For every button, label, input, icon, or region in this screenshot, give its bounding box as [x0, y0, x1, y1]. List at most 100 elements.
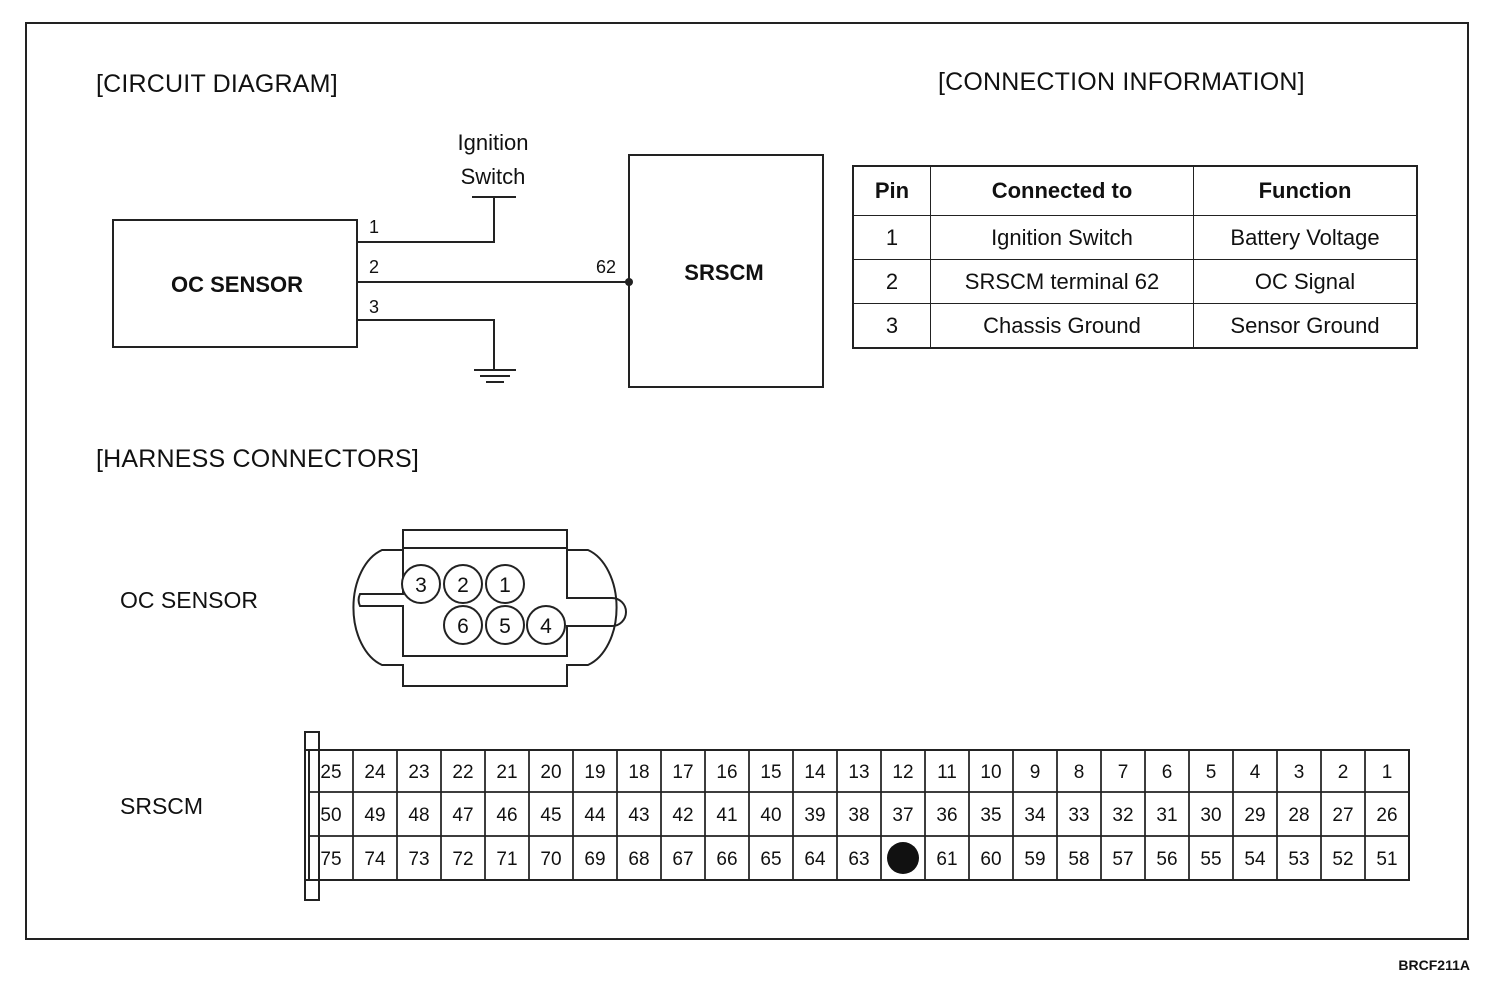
header-function: Function [1193, 165, 1418, 216]
cell-connected-to: Ignition Switch [930, 215, 1194, 260]
srscm-pin-label: 8 [1074, 762, 1085, 783]
srscm-pin-label: 11 [937, 762, 957, 783]
srscm-pin-label: 74 [364, 849, 386, 870]
srscm-pin-label: 28 [1288, 805, 1309, 826]
srscm-pin-label: 31 [1156, 805, 1177, 826]
cell-pin: 3 [852, 303, 931, 349]
srscm-pin-label: 37 [892, 805, 913, 826]
header-pin: Pin [852, 165, 931, 216]
srscm-pin-label: 53 [1288, 849, 1309, 870]
srscm-pin-label: 38 [848, 805, 869, 826]
connection-information-title: [CONNECTION INFORMATION] [938, 68, 1305, 96]
srscm-pin-label: 9 [1030, 762, 1041, 783]
srscm-pin-label: 34 [1024, 805, 1046, 826]
srscm-pin-label: 23 [408, 762, 429, 783]
svg-text:3: 3 [415, 574, 427, 597]
srscm-pin-label: 14 [804, 762, 826, 783]
oc-sensor-pin-5: 5 [485, 605, 525, 645]
reference-code: BRCF211A [1398, 957, 1470, 973]
oc-sensor-pin-1: 1 [485, 564, 525, 604]
srscm-pin-label: 48 [408, 805, 429, 826]
srscm-pin-label: 1 [1382, 762, 1393, 783]
svg-text:4: 4 [540, 615, 552, 638]
srscm-pin-label: 25 [320, 762, 341, 783]
connection-table-header: Pin Connected to Function [852, 165, 1418, 216]
cell-connected-to: SRSCM terminal 62 [930, 259, 1194, 304]
srscm-pin-label: 43 [628, 805, 649, 826]
srscm-pin-label: 40 [760, 805, 781, 826]
srscm-pin-label: 70 [540, 849, 561, 870]
srscm-pin-label: 65 [760, 849, 781, 870]
srscm-pin-label: 59 [1024, 849, 1045, 870]
srscm-pin-label: 73 [408, 849, 429, 870]
srscm-pin-label: 64 [804, 849, 826, 870]
srscm-pin-label: 36 [936, 805, 957, 826]
wire-1-label: 1 [369, 217, 379, 237]
srscm-pin-label: 26 [1376, 805, 1397, 826]
diagram-frame [25, 22, 1469, 940]
cell-connected-to: Chassis Ground [930, 303, 1194, 349]
srscm-pin-label: 61 [936, 849, 957, 870]
table-row: 1 Ignition Switch Battery Voltage [852, 215, 1418, 260]
oc-sensor-connector-inner [357, 547, 627, 657]
srscm-connector-tab-top [304, 731, 320, 751]
srscm-pin-label: 17 [672, 762, 693, 783]
srscm-connector-side [304, 749, 320, 881]
srscm-terminal-label: 62 [596, 257, 616, 277]
srscm-pin-label: 4 [1250, 762, 1261, 783]
srscm-pin-label: 63 [848, 849, 869, 870]
srscm-pin-label: 22 [452, 762, 473, 783]
srscm-pin-label: 75 [320, 849, 341, 870]
srscm-pin-label: 2 [1338, 762, 1349, 783]
srscm-pin-label: 16 [716, 762, 737, 783]
ignition-label-line2: Switch [461, 164, 526, 189]
srscm-pin-label: 3 [1294, 762, 1305, 783]
srscm-pin-label: 10 [980, 762, 1001, 783]
srscm-pin-label: 35 [980, 805, 1001, 826]
srscm-pin-label: 44 [584, 805, 606, 826]
srscm-pin-label: 46 [496, 805, 517, 826]
srscm-pin-label: 45 [540, 805, 561, 826]
srscm-pin-label: 56 [1156, 849, 1177, 870]
srscm-pin-label: 30 [1200, 805, 1221, 826]
wire-3 [357, 319, 495, 370]
harness-oc-sensor-label: OC SENSOR [120, 587, 259, 613]
srscm-pin-label: 27 [1332, 805, 1353, 826]
circuit-diagram-title: [CIRCUIT DIAGRAM] [96, 70, 338, 98]
svg-text:2: 2 [457, 574, 469, 597]
srscm-pin-label: 66 [716, 849, 737, 870]
header-connected-to: Connected to [930, 165, 1194, 216]
srscm-pin-62-marker [887, 842, 919, 874]
srscm-pin-label: 29 [1244, 805, 1265, 826]
srscm-pin-label: 52 [1332, 849, 1353, 870]
srscm-pin-label: 5 [1206, 762, 1217, 783]
srscm-pin-label: 69 [584, 849, 605, 870]
srscm-pin-label: 54 [1244, 849, 1266, 870]
srscm-pin-label: 32 [1112, 805, 1133, 826]
srscm-pin-label: 13 [848, 762, 869, 783]
srscm-pin-label: 15 [760, 762, 781, 783]
cell-function: OC Signal [1193, 259, 1418, 304]
oc-sensor-pin-3: 3 [401, 564, 441, 604]
oc-sensor-pin-6: 6 [443, 605, 483, 645]
srscm-pin-label: 67 [672, 849, 693, 870]
srscm-pin-label: 42 [672, 805, 693, 826]
wire-1 [357, 197, 495, 243]
srscm-terminal-dot [625, 278, 633, 286]
oc-sensor-connector-outline [352, 529, 618, 687]
srscm-pin-label: 57 [1112, 849, 1133, 870]
oc-sensor-box [112, 219, 358, 348]
srscm-pin-label: 60 [980, 849, 1001, 870]
srscm-pin-label: 21 [496, 762, 517, 783]
srscm-pin-label: 12 [892, 762, 913, 783]
table-row: 2 SRSCM terminal 62 OC Signal [852, 259, 1418, 304]
srscm-connector-tab-bottom [304, 879, 320, 901]
srscm-pin-label: 20 [540, 762, 561, 783]
srscm-pin-label: 18 [628, 762, 649, 783]
cell-pin: 1 [852, 215, 931, 260]
wire-2-label: 2 [369, 257, 379, 277]
srscm-pin-label: 72 [452, 849, 473, 870]
srscm-pin-label: 68 [628, 849, 649, 870]
srscm-pin-label: 41 [716, 805, 737, 826]
